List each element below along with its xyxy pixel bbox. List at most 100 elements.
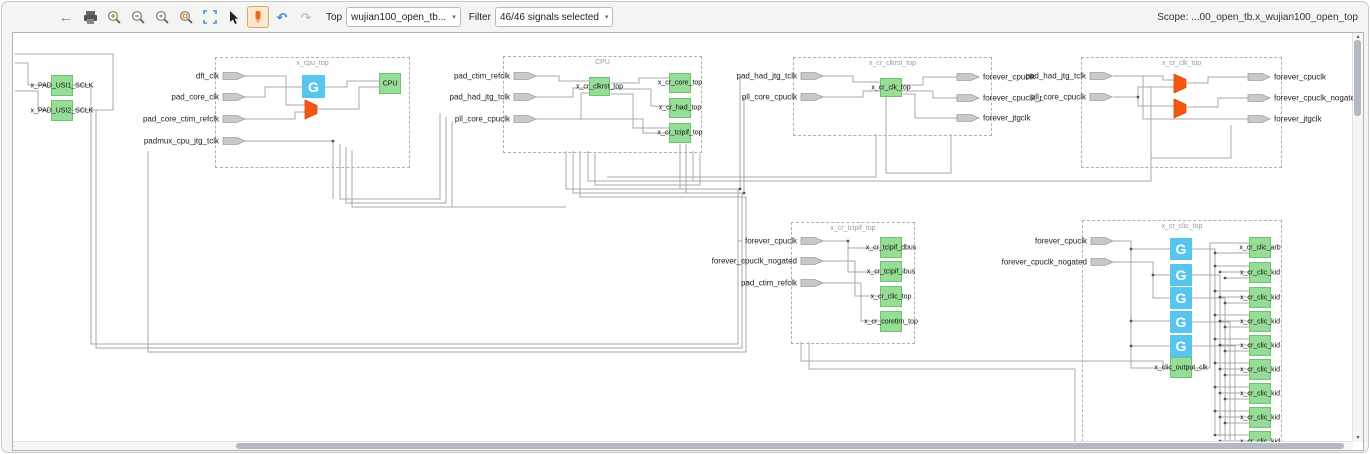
instance-block-x_cr_clk_top[interactable]	[880, 78, 902, 97]
signal-filter-select[interactable]: 46/46 signals selected ▾	[494, 7, 614, 27]
instance-block-x_cr_clic_kid[interactable]	[1249, 287, 1271, 308]
port-label: forever_jtgclk	[1274, 114, 1322, 124]
port-label: pad_had_jtg_tclk	[449, 92, 511, 102]
output-port-forever_jtgclk[interactable]	[956, 114, 980, 122]
instance-block-x_cr_clic_kid[interactable]	[1249, 359, 1271, 380]
vertical-scrollbar-thumb[interactable]	[1354, 40, 1361, 116]
wire	[808, 342, 1076, 442]
print-button[interactable]	[79, 6, 101, 28]
instance-block-CPU[interactable]	[379, 73, 401, 94]
module-title: CPU	[595, 59, 610, 66]
wire	[1150, 87, 1232, 159]
wire	[821, 75, 880, 83]
input-port-pad_had_jtg_tclk[interactable]	[800, 72, 824, 80]
scroll-down-arrow-icon[interactable]: ▾	[1356, 435, 1360, 441]
wire-junction-dot	[742, 191, 746, 195]
instance-label: x_clic_output_clk	[1154, 364, 1208, 371]
top-module-value: wujian100_open_tb...	[351, 11, 447, 23]
instance-block-x_cr_clic_top[interactable]	[880, 286, 902, 307]
output-port-forever_cpuclk[interactable]	[1247, 73, 1271, 81]
instance-block-x_cr_clic_kid[interactable]	[1249, 262, 1271, 283]
wire-junction-dot	[1223, 421, 1227, 425]
wire	[611, 77, 669, 84]
wire-junction-dot	[1213, 409, 1217, 413]
instance-block-x_PAD_USI1_SCLK[interactable]	[51, 75, 73, 96]
instance-block-x_cr_clic_kid[interactable]	[1249, 407, 1271, 428]
output-port-forever_cpuclk[interactable]	[956, 73, 980, 81]
top-label: Top	[326, 11, 343, 23]
clock-gate-icon[interactable]: G	[1170, 311, 1192, 333]
highlight-pin-button[interactable]	[247, 6, 269, 28]
instance-block-x_cr_clic_kid[interactable]	[1249, 311, 1271, 332]
redo-button[interactable]: ↷	[295, 6, 317, 28]
wire-junction-dot	[1129, 344, 1133, 348]
input-port-pad_had_jtg_tclk[interactable]	[1089, 72, 1113, 80]
port-label: forever_cpuclk_r	[983, 93, 1043, 103]
zoom-actual-icon	[155, 10, 169, 24]
input-port-pll_core_cpuclk[interactable]	[513, 115, 537, 123]
module-x_cpu_top: x_cpu_top	[215, 57, 410, 168]
input-port-pad_core_ctim_refclk[interactable]	[222, 115, 246, 123]
scroll-up-arrow-icon[interactable]: ▴	[1356, 34, 1360, 40]
undo-button[interactable]: ↶	[271, 6, 293, 28]
input-port-dft_clk[interactable]	[222, 72, 246, 80]
output-port-forever_cpuclk_r[interactable]	[956, 94, 980, 102]
horizontal-scrollbar-thumb[interactable]	[236, 443, 1344, 449]
instance-block-x_cr_clic_kid[interactable]	[1249, 431, 1271, 442]
zoom-region-button[interactable]	[175, 6, 197, 28]
input-port-pad_ctim_refclk[interactable]	[800, 279, 824, 287]
clock-gate-icon[interactable]: G	[1170, 287, 1192, 309]
zoom-out-button[interactable]	[127, 6, 149, 28]
instance-block-x_clic_output_clk[interactable]	[1170, 357, 1192, 378]
mux-icon[interactable]	[304, 99, 318, 120]
wire	[1137, 97, 1174, 107]
instance-block-x_cr_coretim_top[interactable]	[880, 311, 902, 332]
instance-block-x_cr_core_top[interactable]	[669, 73, 691, 93]
input-port-forever_cpuclk_nogated[interactable]	[1090, 258, 1114, 266]
input-port-pll_core_cpuclk[interactable]	[800, 93, 824, 101]
vertical-scrollbar[interactable]: ▴ ▾	[1352, 33, 1363, 442]
clock-gate-icon[interactable]: G	[1170, 238, 1192, 260]
instance-label: x_cr_clic_kid	[1239, 342, 1281, 349]
input-port-forever_cpuclk[interactable]	[1090, 237, 1114, 245]
select-area-button[interactable]	[199, 6, 221, 28]
instance-block-x_cr_tcipif_top[interactable]	[669, 123, 691, 143]
wire-junction-dot	[1218, 270, 1222, 274]
input-port-pad_core_clk[interactable]	[222, 93, 246, 101]
zoom-in-button[interactable]	[103, 6, 125, 28]
input-port-pad_had_jtg_tclk[interactable]	[513, 93, 537, 101]
wire	[581, 118, 669, 134]
input-port-pll_core_cpuclk[interactable]	[1089, 93, 1113, 101]
instance-label: x_cr_clic_kid	[1239, 366, 1281, 373]
input-port-padmux_cpu_jtg_tclk[interactable]	[222, 137, 246, 145]
cursor-button[interactable]	[223, 6, 245, 28]
zoom-actual-button[interactable]	[151, 6, 173, 28]
mux-icon[interactable]	[1173, 73, 1187, 94]
clock-gate-icon[interactable]: G	[302, 75, 325, 98]
wire	[345, 117, 447, 204]
instance-block-x_cr_clic_kid[interactable]	[1249, 383, 1271, 404]
input-port-forever_cpuclk[interactable]	[800, 237, 824, 245]
instance-block-x_PAD_USI2_SCLK[interactable]	[51, 100, 73, 121]
wire	[1113, 261, 1170, 276]
mux-icon[interactable]	[1173, 98, 1187, 119]
output-port-forever_jtgclk[interactable]	[1247, 115, 1271, 123]
instance-block-x_cr_tcipif_dbus[interactable]	[880, 237, 902, 258]
horizontal-scrollbar[interactable]	[13, 441, 1353, 450]
wire-junction-dot	[1223, 301, 1227, 305]
input-port-forever_cpuclk_nogated[interactable]	[800, 257, 824, 265]
clock-gate-icon[interactable]: G	[1170, 264, 1192, 286]
input-port-pad_ctim_refclk[interactable]	[513, 72, 537, 80]
top-module-select[interactable]: wujian100_open_tb... ▾	[346, 7, 461, 27]
wire	[147, 151, 750, 353]
instance-block-x_cr_had_top[interactable]	[669, 98, 691, 118]
back-button[interactable]: ←	[55, 6, 77, 28]
instance-block-x_cr_clkrst_top[interactable]	[589, 77, 610, 96]
instance-block-x_cr_clic_arb[interactable]	[1249, 237, 1271, 258]
instance-block-x_cr_clic_kid[interactable]	[1249, 335, 1271, 356]
instance-block-x_cr_tcipif_ibus[interactable]	[880, 261, 902, 282]
instance-label: x_PAD_USI1_SCLK	[30, 82, 94, 89]
output-port-forever_cpuclk_nogated[interactable]	[1247, 94, 1271, 102]
clock-gate-icon[interactable]: G	[1170, 335, 1192, 357]
